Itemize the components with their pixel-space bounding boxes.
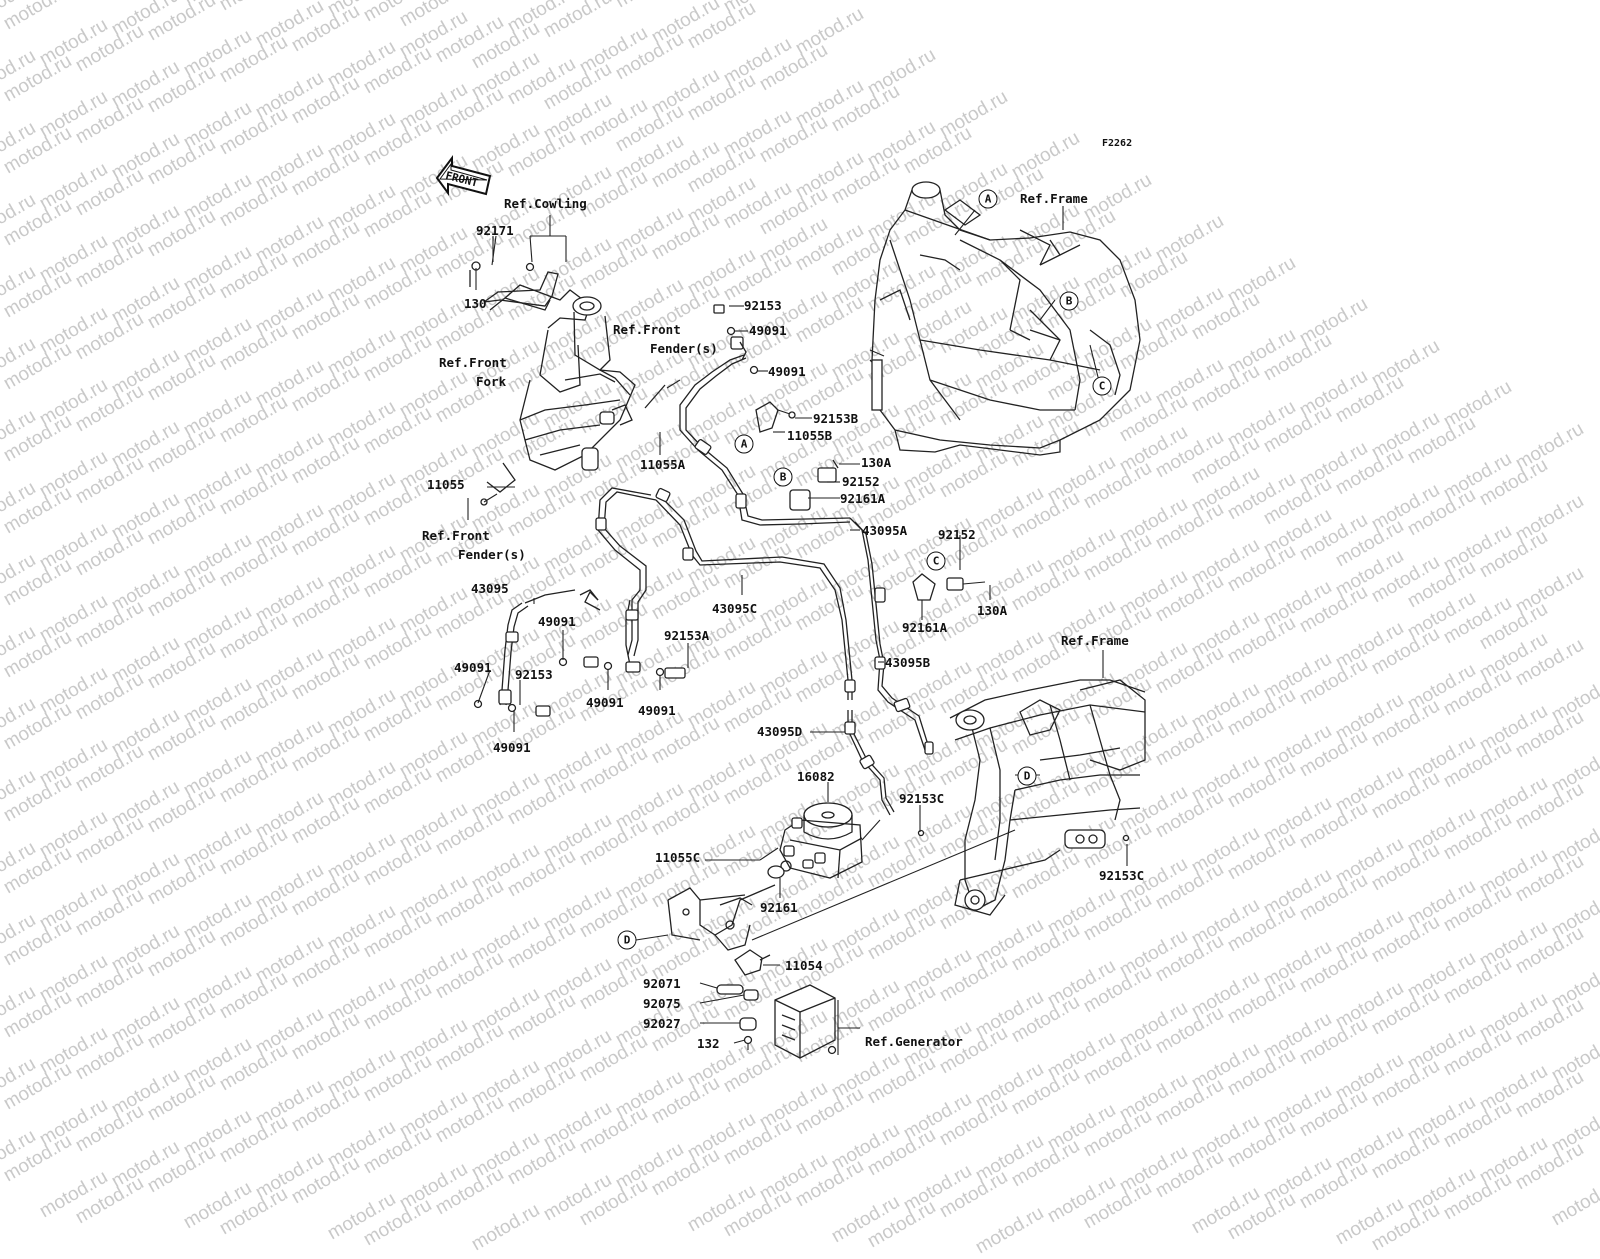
ref-front-fender-label-1b: Fender(s) [650, 341, 718, 356]
part-92071: 92071 [643, 976, 681, 991]
part-11055a: 11055A [640, 457, 686, 472]
part-92153a: 92153A [664, 628, 710, 643]
part-11055: 11055 [427, 477, 465, 492]
part-92152: 92152 [842, 474, 880, 489]
diagram-code: F2262 [1102, 138, 1133, 149]
regulator-assembly [716, 949, 837, 1059]
part-49091: 49091 [493, 740, 531, 755]
ref-front-fork-label-1: Ref.Front [439, 355, 507, 370]
part-130a: 130A [861, 455, 892, 470]
ref-front-fender-label-2a: Ref.Front [422, 528, 490, 543]
abs-bracket [667, 884, 776, 951]
callout-d-frame: D [1017, 766, 1037, 786]
part-92171: 92171 [476, 223, 514, 238]
front-fork-assembly [469, 235, 666, 493]
ref-front-fork-label-2: Fork [476, 374, 507, 389]
watermark-text: motod.ru [972, 1202, 1048, 1258]
part-92075: 92075 [643, 996, 681, 1011]
callout-c-frame: C [1092, 376, 1112, 396]
ref-frame-label-bottom: Ref.Frame [1061, 633, 1129, 648]
part-92152: 92152 [938, 527, 976, 542]
brake-lines [498, 336, 934, 816]
part-130a: 130A [977, 603, 1008, 618]
part-132: 132 [697, 1036, 720, 1051]
part-92161a: 92161A [840, 491, 886, 506]
diagram-drawing [435, 155, 1146, 1059]
part-49091: 49091 [749, 323, 787, 338]
part-49091: 49091 [454, 660, 492, 675]
part-92153: 92153 [744, 298, 782, 313]
hardware-parts [473, 304, 1130, 842]
callout-b-clamp: B [773, 467, 793, 487]
part-92027: 92027 [643, 1016, 681, 1031]
callout-d-bracket: D [617, 930, 637, 950]
part-49091: 49091 [638, 703, 676, 718]
part-11055b: 11055B [787, 428, 833, 443]
ref-frame-label-top: Ref.Frame [1020, 191, 1088, 206]
part-92153b: 92153B [813, 411, 859, 426]
front-arrow-icon [435, 155, 492, 197]
part-92161a: 92161A [902, 620, 948, 635]
part-43095c: 43095C [712, 601, 758, 616]
callout-b-frame: B [1059, 291, 1079, 311]
main-frame-top [869, 181, 1141, 456]
abs-hydraulic-unit [767, 802, 881, 879]
watermark-text: motod.ru [864, 1196, 940, 1253]
watermark-text: motod.ru [468, 1199, 544, 1256]
part-92161: 92161 [760, 900, 798, 915]
part-43095: 43095 [471, 581, 509, 596]
watermark-text: motod.ru [1368, 1199, 1444, 1255]
part-43095a: 43095A [862, 523, 908, 538]
part-49091: 49091 [768, 364, 806, 379]
callout-c-clamp: C [926, 551, 946, 571]
ref-generator-label: Ref.Generator [865, 1034, 963, 1049]
part-49091: 49091 [586, 695, 624, 710]
part-11054: 11054 [785, 958, 823, 973]
watermark-text: motod.ru [1332, 1193, 1408, 1250]
ref-front-fender-label-2b: Fender(s) [458, 547, 526, 562]
part-130: 130 [464, 296, 487, 311]
part-49091: 49091 [538, 614, 576, 629]
part-43095b: 43095B [885, 655, 931, 670]
part-16082: 16082 [797, 769, 835, 784]
ref-cowling-label: Ref.Cowling [504, 196, 587, 211]
part-92153: 92153 [515, 667, 553, 682]
callout-a-clamp: A [734, 434, 754, 454]
part-92153c: 92153C [899, 791, 945, 806]
watermark-text: motod.ru [360, 1194, 436, 1250]
part-11055c: 11055C [655, 850, 701, 865]
part-43095d: 43095D [757, 724, 803, 739]
callout-a-frame: A [978, 189, 998, 209]
main-frame-bottom [949, 679, 1146, 916]
ref-front-fender-label-1a: Ref.Front [613, 322, 681, 337]
leader-lines [467, 206, 1128, 1055]
part-92153c: 92153C [1099, 868, 1145, 883]
